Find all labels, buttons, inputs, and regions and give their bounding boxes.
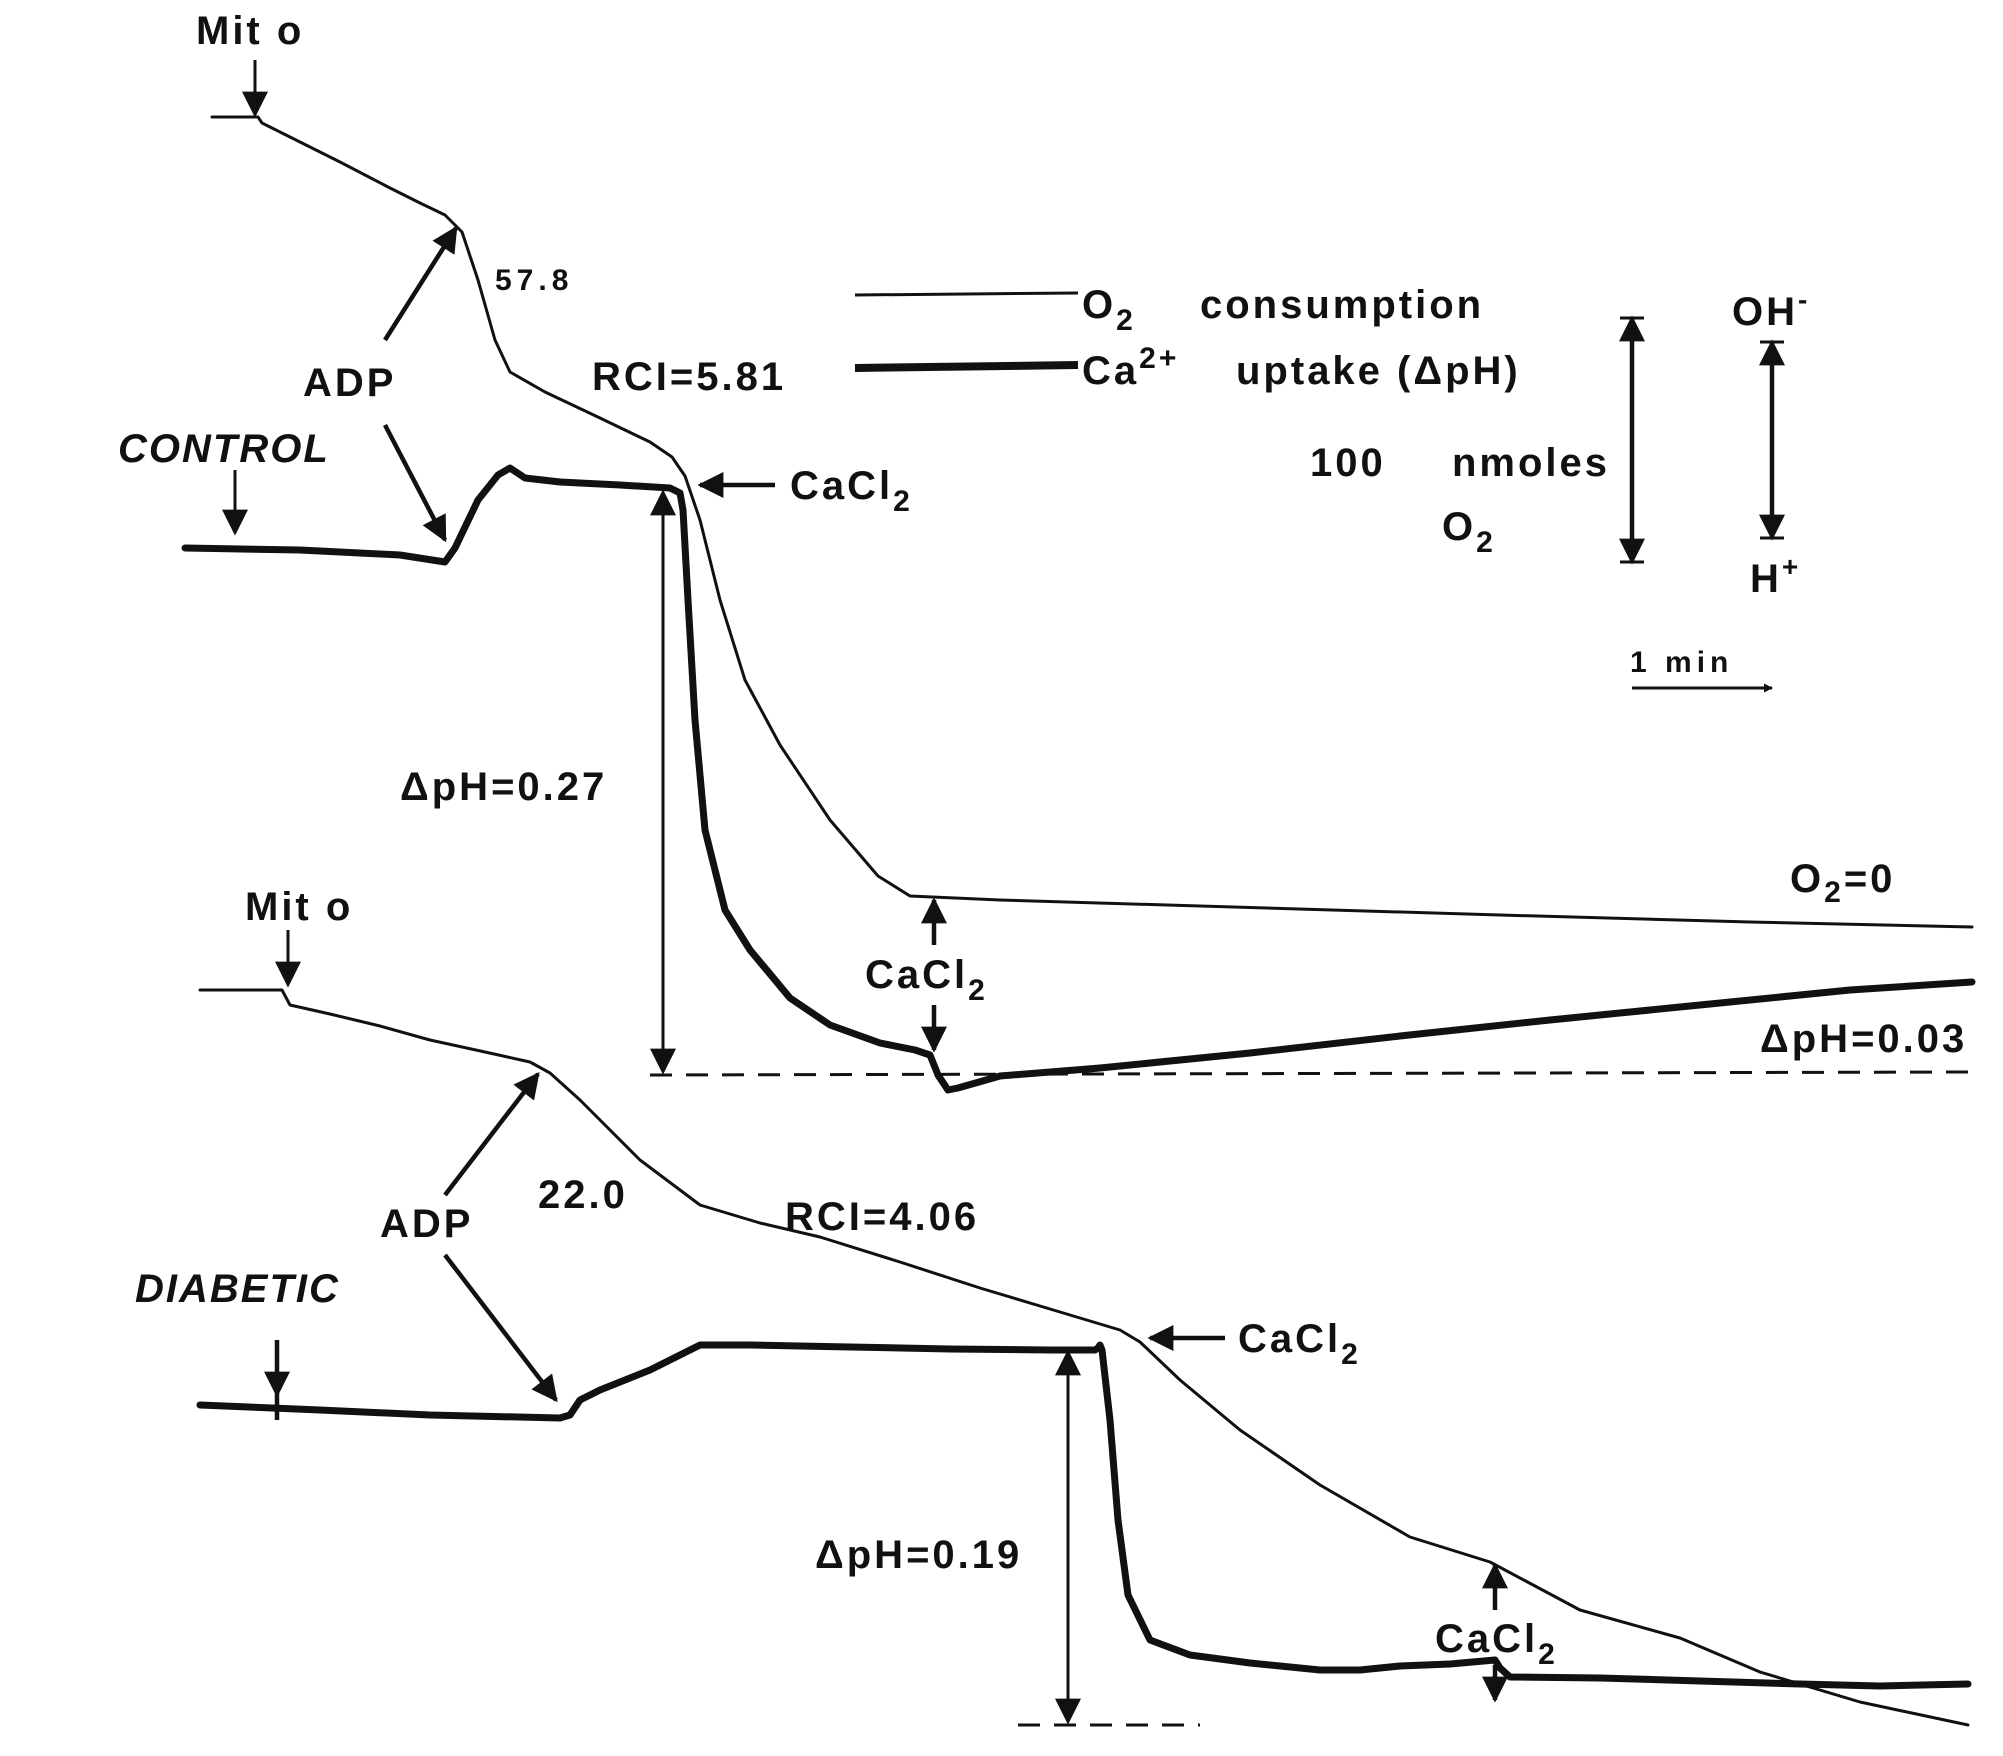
control-dph-label: ΔpH=0.27: [400, 765, 607, 809]
o2-zero-label: O2=0: [1790, 857, 1895, 909]
control-adp-arrow-o2: [383, 225, 458, 342]
diabetic-rate-label: 22.0: [538, 1173, 628, 1217]
control-mito-label: Mit o: [196, 9, 304, 53]
legend-ca-line: [854, 361, 1079, 372]
control-second-cacl2-label: CaCl2: [865, 953, 988, 1007]
diabetic-adp-arrow-ca: [443, 1253, 558, 1403]
legend-o2-species: O2: [1082, 283, 1136, 337]
diabetic-adp-label: ADP: [380, 1202, 473, 1246]
control-adp-label: ADP: [303, 361, 396, 405]
small-dph-label: ΔpH=0.03: [1760, 1017, 1967, 1061]
time-scale-label: 1 min: [1630, 646, 1733, 679]
control-rci-label: RCI=5.81: [592, 355, 786, 399]
diabetic-cacl2-label: CaCl2: [1238, 1317, 1361, 1371]
legend-ca-species: Ca2+: [1082, 342, 1179, 393]
control-adp-arrow-ca: [383, 423, 447, 543]
diabetic-ca-trace: [196, 1341, 1972, 1690]
diabetic-rci-label: RCI=4.06: [785, 1195, 979, 1239]
control-rate-label: 57.8: [495, 264, 573, 297]
control-ca-trace: [181, 464, 1976, 1094]
diabetic-o2-trace: [198, 988, 1970, 1727]
control-group-label: CONTROL: [118, 427, 330, 471]
h-label: H+: [1750, 551, 1801, 601]
legend-o2-text: consumption: [1200, 283, 1484, 327]
control-cacl2-label: CaCl2: [790, 464, 913, 518]
diabetic-dph-label: ΔpH=0.19: [815, 1533, 1022, 1577]
control-baseline-dash: [649, 1070, 1971, 1077]
control-o2-trace: [210, 115, 1974, 929]
legend-ca-text: uptake (ΔpH): [1236, 349, 1521, 393]
legend-o2-line: [854, 291, 1079, 297]
diabetic-adp-arrow-o2: [443, 1071, 540, 1197]
nmoles-value-label: 100: [1310, 441, 1386, 485]
nmoles-unit-label: nmoles: [1452, 441, 1610, 485]
diabetic-group-label: DIABETIC: [135, 1267, 340, 1311]
diabetic-mito-label: Mit o: [245, 885, 353, 929]
nmoles-species-label: O2: [1442, 505, 1496, 559]
oh-label: OH-: [1732, 284, 1810, 334]
